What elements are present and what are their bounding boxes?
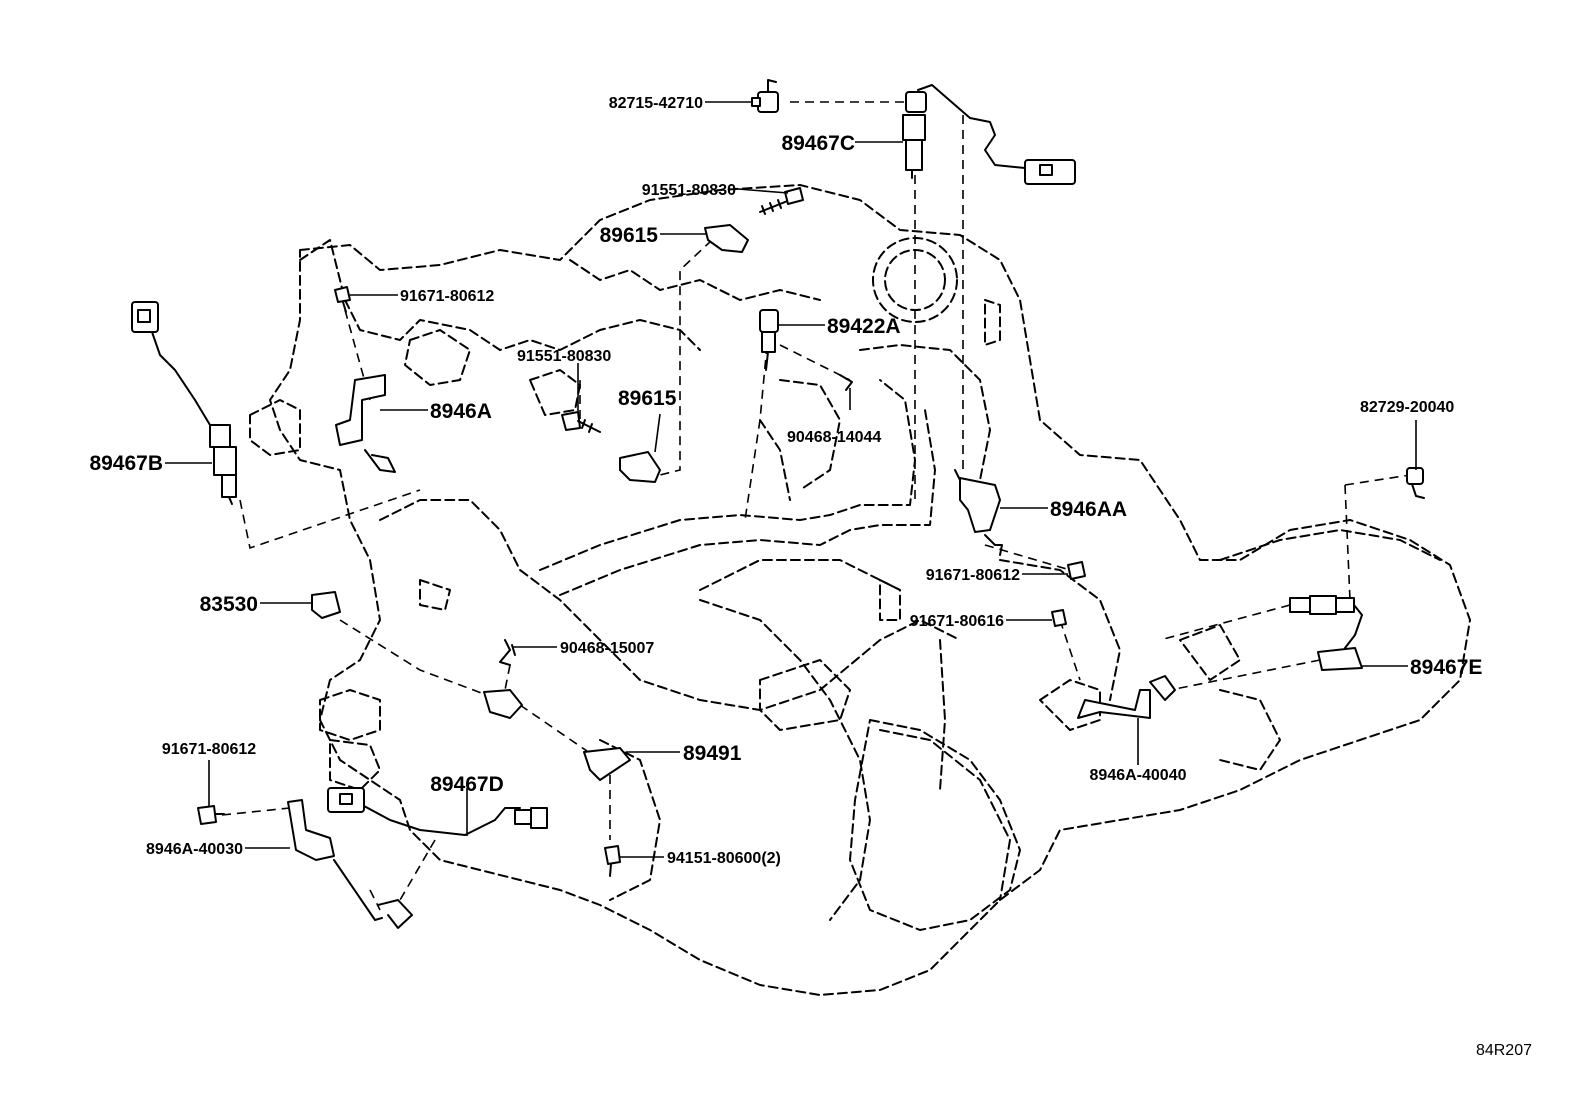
part-label-89467d[interactable]: 89467D [430,773,504,796]
part-label-94151-80600[interactable]: 94151-80600(2) [667,850,781,867]
oxygen-sensor-b-icon [131,301,237,505]
part-label-89615-lower[interactable]: 89615 [618,387,677,410]
guide-lines [221,101,1411,911]
knock-sensor-upper-icon [704,224,749,253]
temp-sensor-89422a-icon [759,309,853,391]
part-label-8946a[interactable]: 8946A [430,400,492,423]
diagram-code: 84R207 [1476,1042,1532,1059]
bracket-8946a-40040-icon [1077,675,1176,719]
part-drawings [131,79,1425,929]
part-label-89422a[interactable]: 89422A [827,315,901,338]
part-label-89467b[interactable]: 89467B [89,452,163,475]
part-label-83530[interactable]: 83530 [200,593,258,616]
oxygen-sensor-c-icon [902,84,1076,185]
part-label-8946aa[interactable]: 8946AA [1050,498,1127,521]
bolt-91551-middle-icon [561,411,601,433]
part-label-91551-80830-upper[interactable]: 91551-80830 [642,182,736,199]
part-label-8946a-40030[interactable]: 8946A-40030 [146,841,243,858]
knock-sensor-lower-icon [619,451,661,483]
bolt-91671-right-icon [1067,561,1086,580]
bolt-91671-lowerleft-icon [197,805,225,825]
part-label-89491[interactable]: 89491 [683,742,742,765]
bracket-8946a-40030-icon [287,799,413,929]
part-label-90468-15007[interactable]: 90468-15007 [560,640,654,657]
bolt-91671-topleft-icon [334,286,351,313]
oil-pressure-switch-icon [311,591,341,619]
bolt-91671-80616-icon [1051,609,1067,627]
bracket-8946a-icon [335,374,396,473]
part-label-89467c[interactable]: 89467C [781,132,855,155]
bracket-8946aa-icon [954,469,1003,556]
part-label-91671-80612-topleft[interactable]: 91671-80612 [400,288,494,305]
part-label-91671-80612-lowerleft[interactable]: 91671-80612 [162,741,256,758]
part-label-91671-80616[interactable]: 91671-80616 [910,613,1004,630]
part-labels: 82715-42710 89467C 91551-80830 89615 916… [89,95,1482,867]
part-label-91671-80612-right[interactable]: 91671-80612 [926,567,1020,584]
part-label-8946a-40040[interactable]: 8946A-40040 [1090,767,1187,784]
part-label-82715-42710[interactable]: 82715-42710 [609,95,703,112]
leader-lines [165,101,1417,858]
part-label-89615-upper[interactable]: 89615 [600,224,659,247]
engine-outline [249,184,1471,996]
clamp-82715-icon [751,79,779,113]
part-label-90468-14044[interactable]: 90468-14044 [787,429,881,446]
clamp-82729-icon [1406,467,1425,499]
oxygen-sensor-d-icon [327,787,548,836]
cam-sensor-89491-icon [483,689,631,781]
part-label-82729-20040[interactable]: 82729-20040 [1360,399,1454,416]
clamp-90468-15007-icon [499,639,516,666]
oxygen-sensor-e-icon [1289,595,1363,671]
bolt-91551-upper-icon [759,187,804,215]
bolt-94151-icon [604,845,621,877]
part-label-91551-80830-middle[interactable]: 91551-80830 [517,348,611,365]
part-label-89467e[interactable]: 89467E [1410,656,1482,679]
